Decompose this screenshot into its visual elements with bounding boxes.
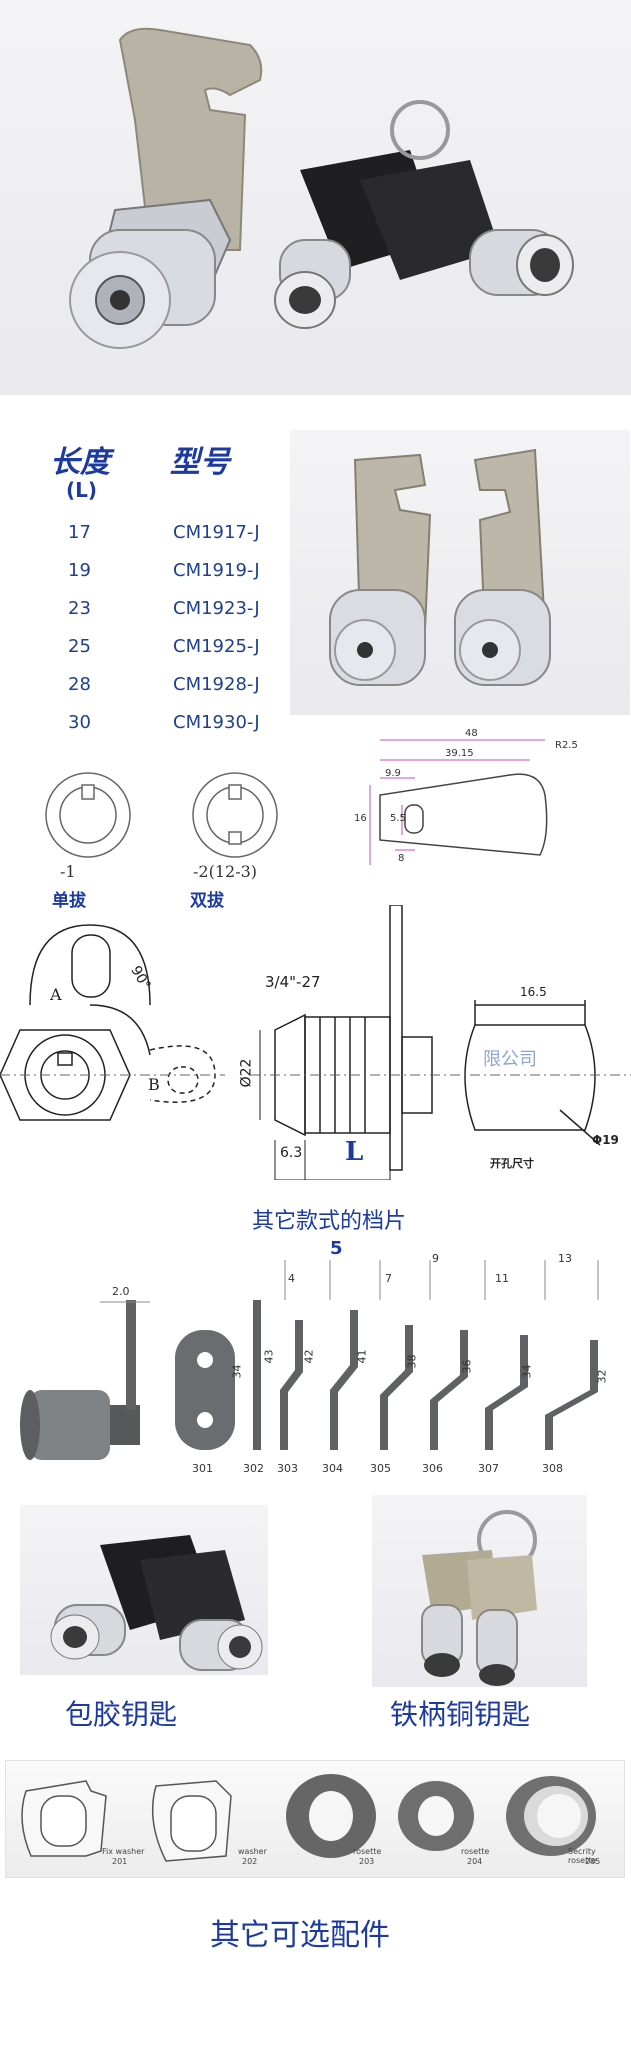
label-thread: 3/4"-27 [265, 973, 321, 991]
accessory-code: 203 [359, 1857, 375, 1866]
row-length: 19 [68, 560, 91, 581]
rubber-key-label: 包胶钥匙 [65, 1698, 178, 1731]
accessory-code: 202 [242, 1857, 258, 1866]
row-length: 30 [68, 712, 91, 733]
cam-height: 42 [302, 1349, 316, 1364]
accessory-code: 204 [467, 1857, 483, 1866]
table-header-length: 长度 [50, 445, 110, 480]
row-length: 17 [68, 522, 91, 543]
mechanical-drawing: A B 90° 3/4"-27 Ø22 6.3 L 16.5 限公司 Φ19 开… [0, 905, 631, 1180]
cutout-watermark: 限公司 [483, 1049, 537, 1070]
row-length: 28 [68, 674, 91, 695]
cam-code: 303 [277, 1462, 298, 1475]
cam-code: 302 [243, 1462, 264, 1475]
accessory-code: 201 [112, 1857, 128, 1866]
accessories-title: 其它可选配件 [210, 1918, 390, 1953]
cutout-width: 16.5 [520, 985, 547, 999]
cam-top-5: 5 [330, 1238, 343, 1259]
cams-title: 其它款式的档片 [252, 1209, 407, 1234]
dim-16: 16 [354, 813, 367, 824]
row-model: CM1919-J [173, 560, 260, 581]
hero-photo [0, 0, 631, 395]
row-model: CM1925-J [173, 636, 260, 657]
cam-height: 43 [262, 1349, 276, 1364]
brass-key-photo [372, 1495, 587, 1687]
cam-height: 38 [405, 1354, 419, 1369]
table-header-model: 型号 [170, 445, 230, 480]
brass-key-label: 铁柄铜钥匙 [390, 1698, 531, 1731]
double-label: 双拔 [190, 891, 224, 911]
product-photo-pair [290, 430, 630, 715]
accessory-code: 205 [585, 1857, 601, 1866]
label-a: A [50, 985, 62, 1004]
single-code: -1 [60, 862, 76, 881]
rubber-key-photo [20, 1505, 268, 1675]
single-label: 单拔 [52, 891, 86, 911]
accessories-panel: Fix washer 201 washer 202 rosette 203 ro… [5, 1760, 625, 1878]
accessory-name: washer [238, 1847, 267, 1856]
cam-code: 301 [192, 1462, 213, 1475]
key-face-drawings [45, 772, 278, 858]
row-model: CM1928-J [173, 674, 260, 695]
cam-code: 304 [322, 1462, 343, 1475]
dim-99: 9.9 [385, 768, 401, 779]
label-dia: Ø22 [238, 1058, 255, 1088]
cam-height: 41 [355, 1349, 369, 1364]
cam-top-13: 13 [558, 1252, 572, 1265]
table-header-unit: (L) [66, 478, 98, 502]
cam-code: 305 [370, 1462, 391, 1475]
accessory-name: Secrity rosette [568, 1847, 597, 1865]
label-b: B [148, 1075, 160, 1094]
double-code: -2(12-3) [193, 862, 258, 881]
cam-dimension-drawing: 48 39.15 9.9 16 5.5 8 R2.5 [340, 725, 625, 875]
row-model: CM1917-J [173, 522, 260, 543]
dim-48: 48 [465, 728, 478, 739]
dim-r: R2.5 [555, 740, 578, 751]
cam-height: 34 [230, 1364, 244, 1379]
cam-height: 34 [520, 1364, 534, 1379]
accessory-name: Fix washer [102, 1847, 145, 1856]
cam-top-11: 11 [495, 1272, 509, 1285]
row-length: 23 [68, 598, 91, 619]
label-l: L [345, 1137, 364, 1167]
row-model: CM1930-J [173, 712, 260, 733]
cam-top-7: 7 [385, 1272, 392, 1285]
cutout-label: 开孔尺寸 [490, 1157, 534, 1170]
cam-code: 307 [478, 1462, 499, 1475]
cam-drawing: 5 4 7 9 11 13 2.0 34 43 42 41 38 36 34 3… [0, 1238, 631, 1480]
cam-height: 36 [460, 1359, 474, 1374]
dim-55: 5.5 [390, 813, 406, 824]
cam-code: 306 [422, 1462, 443, 1475]
cam-top-4: 4 [288, 1272, 295, 1285]
cam-top-9: 9 [432, 1252, 439, 1265]
cam-height: 32 [595, 1369, 609, 1384]
dim-8: 8 [398, 853, 405, 864]
cutout-dia: Φ19 [592, 1133, 619, 1147]
label-63: 6.3 [280, 1145, 303, 1161]
accessory-name: rosette [353, 1847, 382, 1856]
cam-code: 308 [542, 1462, 563, 1475]
dim-3915: 39.15 [445, 748, 474, 759]
row-length: 25 [68, 636, 91, 657]
row-model: CM1923-J [173, 598, 260, 619]
accessory-name: rosette [461, 1847, 490, 1856]
cam-thickness: 2.0 [112, 1285, 130, 1298]
